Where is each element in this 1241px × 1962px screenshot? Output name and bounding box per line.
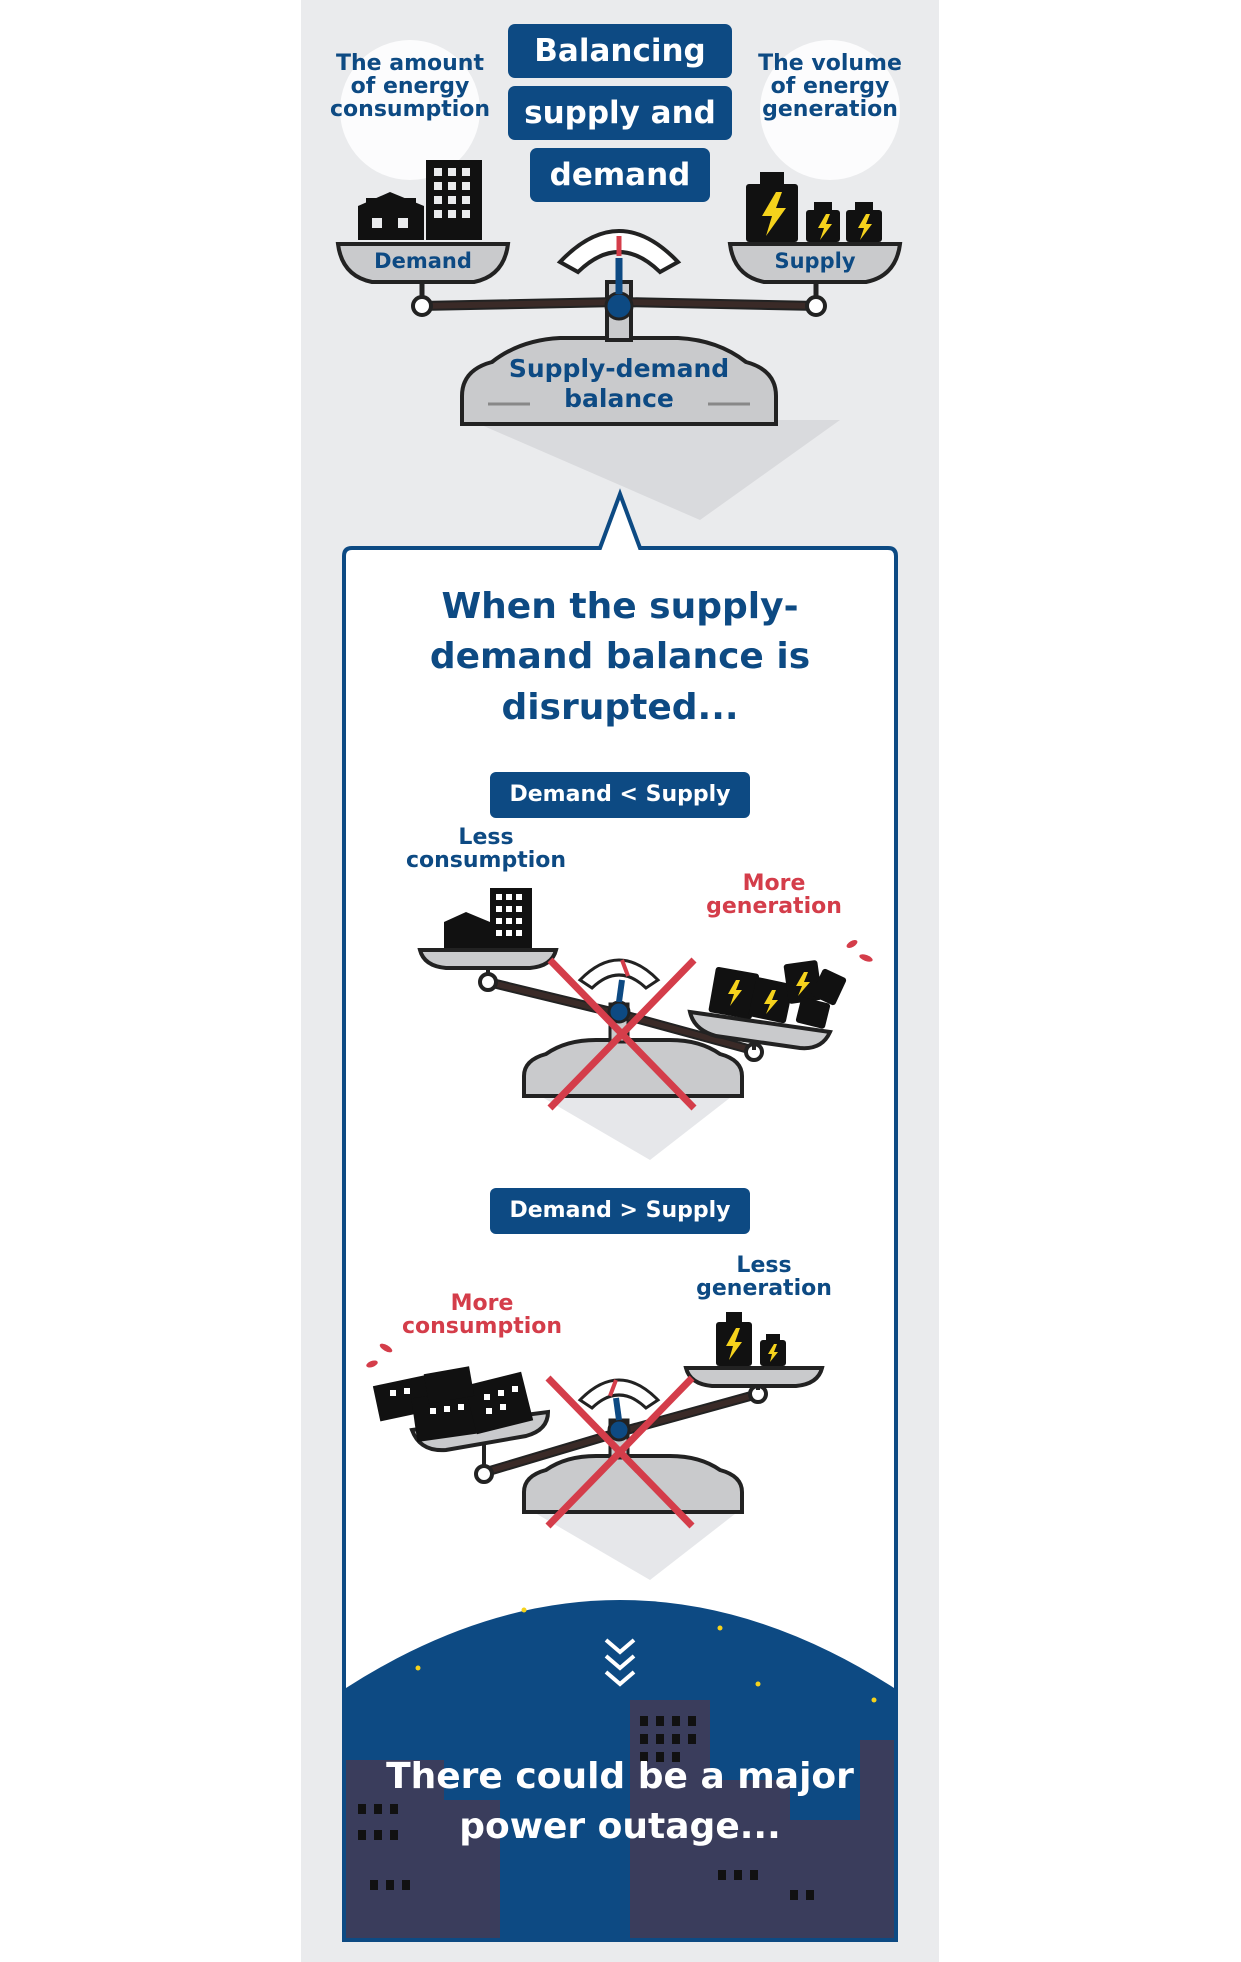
chevron-down-icon [604,1638,636,1687]
supply-pan-label: Supply [774,249,856,273]
supply-pan [727,242,903,284]
title-line-1: Balancing [508,24,732,78]
night-city [346,1600,894,1938]
case2-scale [366,1312,825,1580]
outage-message: There could be a major power outage... [386,1756,854,1848]
demand-pan-label: Demand [374,249,472,273]
case2-more-consumption: More consumption [401,1291,563,1340]
title-line-3: demand [530,148,710,202]
panel-heading: When the supply-demand balance is disrup… [429,586,811,728]
case2-badge: Demand > Supply [490,1188,750,1234]
case2-less-generation: Less generation [696,1253,832,1302]
demand-pan [335,242,511,284]
case1-badge: Demand < Supply [490,772,750,818]
title-line-2: supply and [508,86,732,140]
buildings-icon [358,160,482,240]
generation-label: The volume of energy generation [758,51,902,123]
battery-icon [746,172,882,242]
glow-right [760,40,900,180]
case1-scale [417,888,873,1160]
glow-left [340,40,480,180]
scale-pivot [604,291,634,321]
case1-less-consumption: Less consumption [405,825,567,874]
scale-shadow [470,420,840,520]
consumption-label: The amount of energy consumption [330,51,491,123]
balanced-scale [335,160,903,520]
scale-base [460,336,778,426]
balance-label: Supply-demand balance [508,354,730,413]
case1-more-generation: More generation [706,871,842,920]
